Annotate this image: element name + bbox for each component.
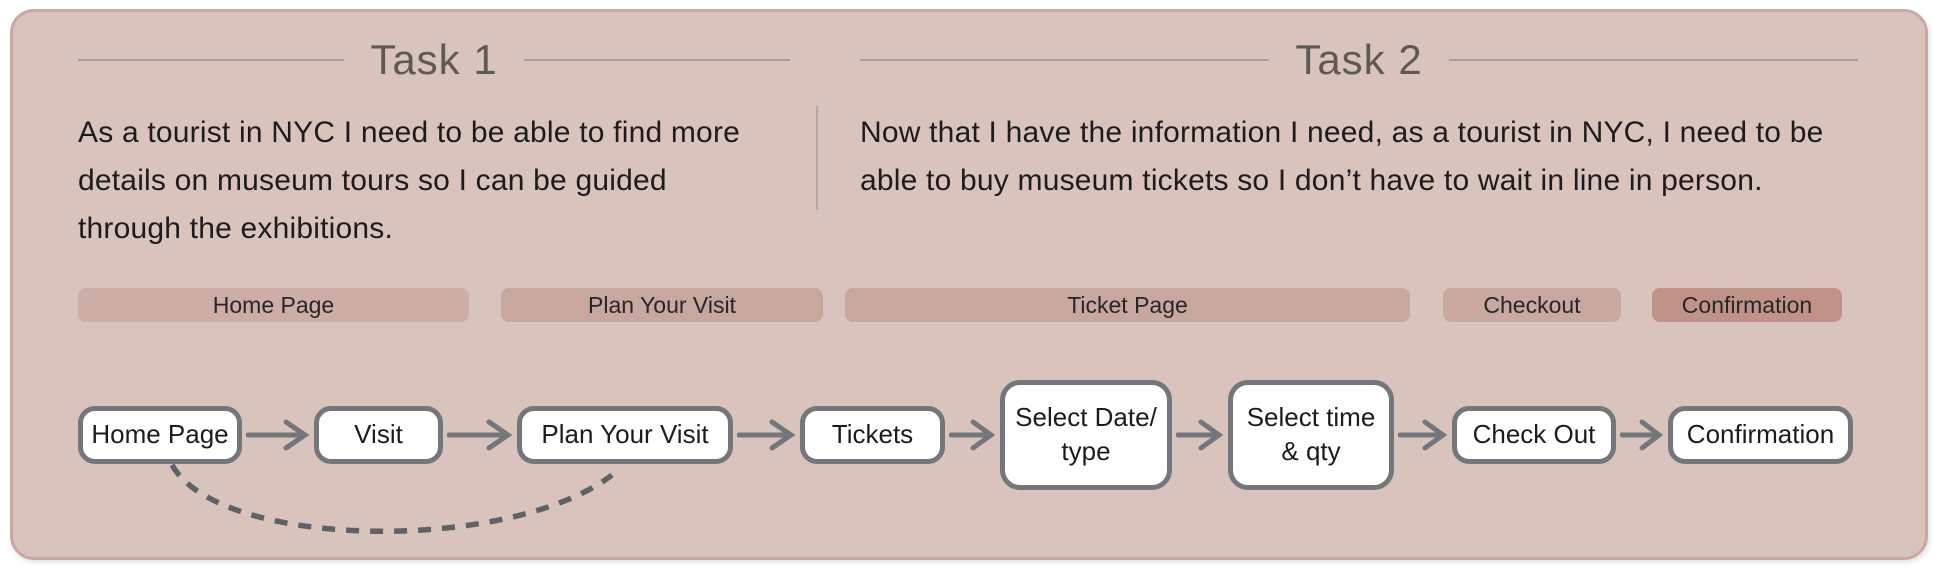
task1-header: Task 1 [78, 36, 791, 84]
page-bar-confirmation[interactable]: Confirmation [1652, 288, 1842, 322]
page-bar-label: Confirmation [1681, 291, 1813, 318]
flow-node-tickets[interactable]: Tickets [800, 406, 945, 464]
task1-rule-right [523, 59, 791, 61]
flow-node-confirmation[interactable]: Confirmation [1668, 406, 1853, 464]
task-divider [816, 106, 818, 210]
flow-node-plan-your-visit[interactable]: Plan Your Visit [517, 406, 733, 464]
flow-arrow-icon [447, 419, 513, 451]
flow-arrow-icon [737, 419, 796, 451]
page-bar-label: Home Page [212, 291, 335, 318]
flow-arrow-icon [1176, 419, 1224, 451]
flow-arrow-icon [1398, 419, 1448, 451]
journey-map-panel [10, 9, 1928, 560]
task1-title: Task 1 [370, 36, 498, 83]
task2-rule-left [860, 59, 1270, 61]
flow-arrow-icon [246, 419, 310, 451]
task1-rule-left [78, 59, 345, 61]
page-bar-home-page[interactable]: Home Page [78, 288, 469, 322]
task2-rule-right [1448, 59, 1859, 61]
flow-node-home-page[interactable]: Home Page [78, 406, 242, 464]
flow-node-check-out[interactable]: Check Out [1452, 406, 1616, 464]
page-bar-ticket-page[interactable]: Ticket Page [845, 288, 1410, 322]
flow-arrow-icon [949, 419, 996, 451]
page-bar-checkout[interactable]: Checkout [1443, 288, 1621, 322]
task2-header: Task 2 [860, 36, 1859, 84]
page-bar-label: Plan Your Visit [588, 291, 736, 318]
task2-description: Now that I have the information I need, … [860, 116, 1824, 197]
task2-title: Task 2 [1295, 36, 1423, 83]
flow-node-select-time-qty[interactable]: Select time & qty [1228, 380, 1394, 490]
page-bar-plan-your-visit[interactable]: Plan Your Visit [501, 288, 823, 322]
flow-node-visit[interactable]: Visit [314, 406, 443, 464]
page-bar-label: Ticket Page [1067, 291, 1188, 318]
flow-arrow-icon [1620, 419, 1664, 451]
task1-description: As a tourist in NYC I need to be able to… [78, 116, 741, 245]
loopback-dashed-connector [169, 463, 614, 534]
page-bar-label: Checkout [1483, 291, 1581, 318]
flow-node-select-date-type[interactable]: Select Date/ type [1000, 380, 1172, 490]
